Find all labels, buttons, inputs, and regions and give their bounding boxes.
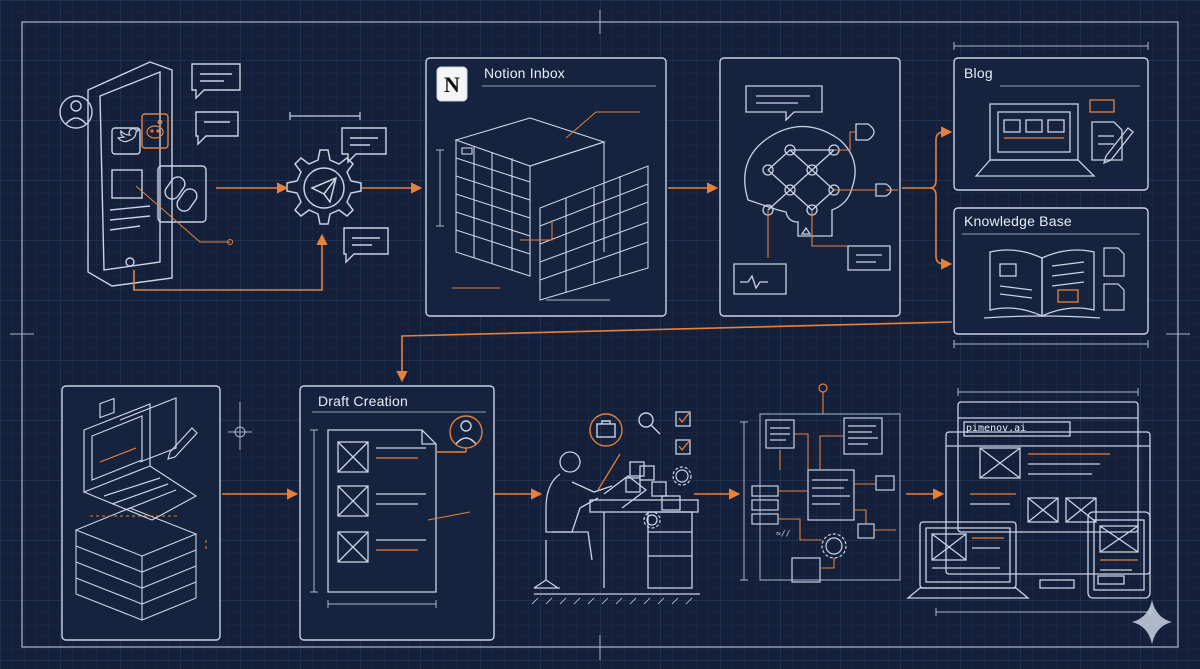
book-icon: [983, 249, 1101, 319]
database-stack: [454, 117, 649, 301]
person-at-desk-illustration: [531, 451, 700, 605]
notion-inbox-label: Notion Inbox: [484, 65, 566, 81]
document-icon: [327, 429, 437, 593]
draft-creation-panel: [299, 385, 495, 641]
layer-stack: [74, 507, 198, 621]
svg-text:≈//: ≈//: [776, 529, 791, 538]
gear-icon: [286, 149, 362, 225]
reddit-icon: [146, 119, 164, 139]
brain-network-icon: [744, 125, 856, 237]
ai-processing-panel: [719, 57, 901, 317]
svg-text:N: N: [444, 72, 460, 97]
telegram-icon: [310, 176, 338, 204]
user-icon: [436, 415, 483, 453]
logic-gate-icon: [855, 123, 892, 197]
website-devices-illustration: [906, 401, 1151, 599]
site-url-label: pimenov.ai: [966, 423, 1027, 434]
user-icon: [59, 95, 93, 129]
briefcase-icon: [589, 413, 623, 447]
magnifier-icon: [638, 412, 661, 435]
laptop-icon: [974, 103, 1096, 177]
sparkle-icon: [1132, 600, 1172, 644]
twitter-icon: [116, 127, 141, 143]
blog-label: Blog: [964, 65, 993, 81]
knowledge-base-panel: [953, 207, 1149, 335]
pen-icon: [1102, 127, 1134, 165]
knowledge-base-label: Knowledge Base: [964, 213, 1072, 229]
layers-laptop-panel: [61, 385, 221, 641]
draft-creation-label: Draft Creation: [318, 393, 408, 409]
chat-bubble-icon: [191, 63, 241, 146]
notion-inbox-panel: [425, 57, 667, 317]
notion-logo-icon: N: [436, 66, 468, 102]
gear-icon: [643, 466, 692, 529]
link-icon: [157, 165, 207, 223]
phone-social-sources: [87, 61, 173, 287]
checkbox-icon: [675, 411, 691, 455]
blog-panel: [953, 57, 1149, 191]
pen-icon: [167, 427, 198, 460]
